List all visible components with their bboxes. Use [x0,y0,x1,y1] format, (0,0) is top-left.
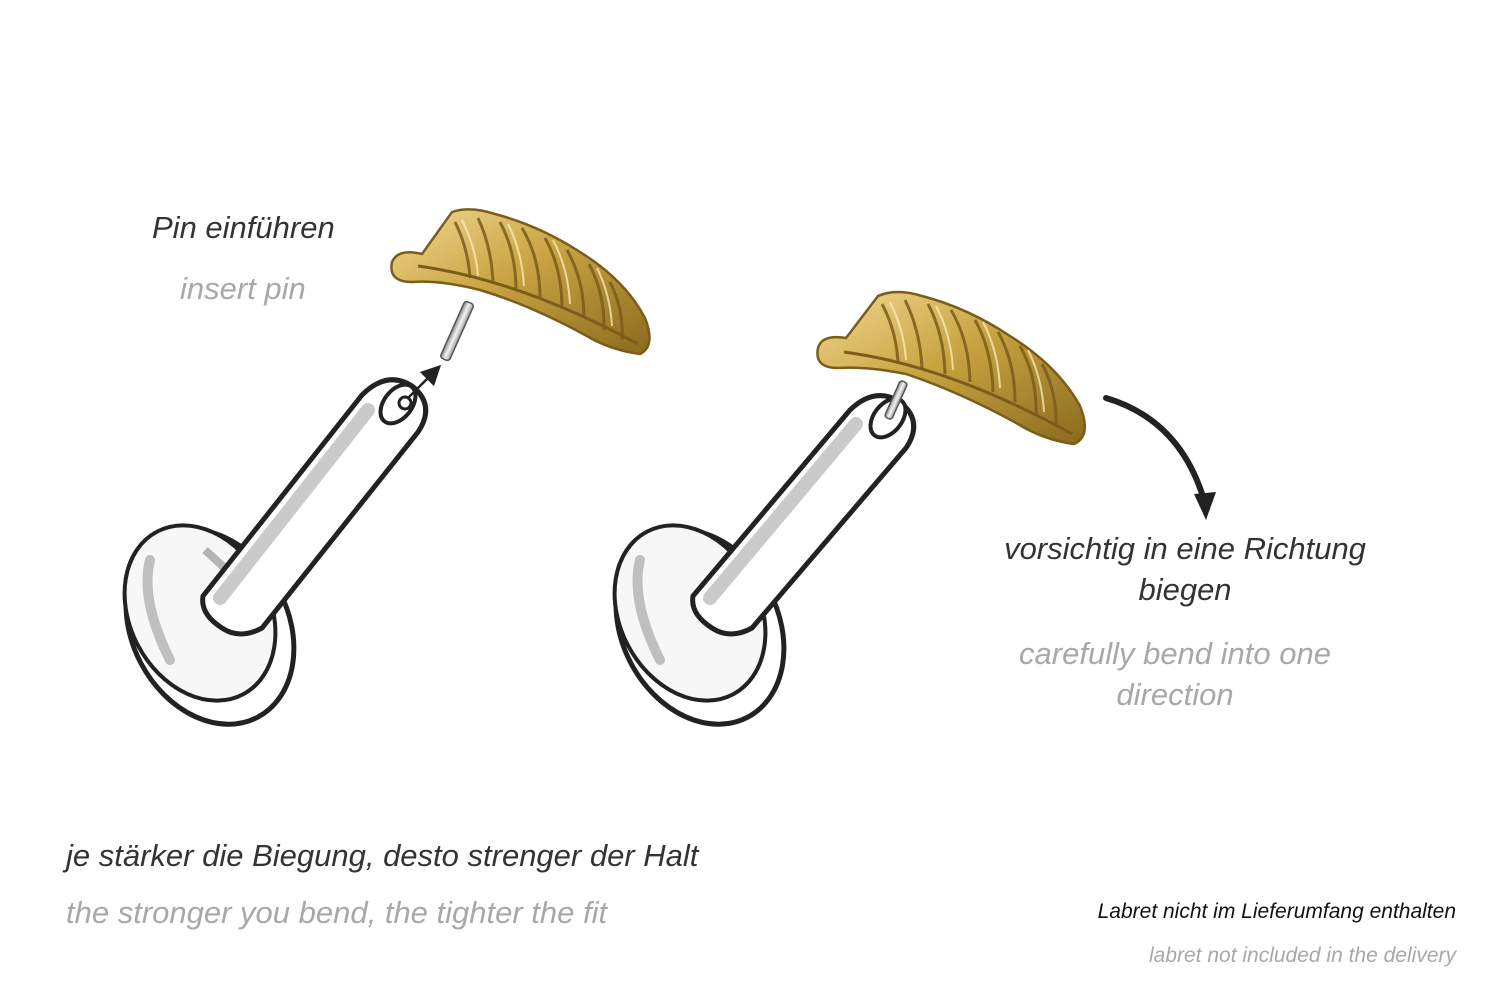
labret-shaft [200,377,429,637]
bend-arrow-icon [1103,395,1216,520]
bend-label-en: carefully bend into one direction [1019,636,1331,712]
fit-note-en: the stronger you bend, the tighter the f… [66,895,608,930]
bend-label-de: vorsichtig in eine Richtung biegen [1004,531,1366,607]
insert-pin-label-en: insert pin [180,271,306,306]
feather-top-left [390,208,651,362]
feather-top-icon [390,208,651,356]
labret-left [122,364,442,727]
labret-shaft [690,380,917,637]
delivery-note-de: Labret nicht im Lieferumfang enthalten [1097,900,1456,923]
insert-pin-label-de: Pin einführen [152,210,335,245]
pin-arrow-icon [407,364,442,399]
feather-top-right [816,290,1087,446]
delivery-note-en: labret not included in the delivery [1148,944,1456,967]
labret-right [612,380,917,727]
pin-icon [440,300,474,362]
feather-top-icon [816,290,1087,446]
fit-note-de: je stärker die Biegung, desto strenger d… [66,838,699,873]
